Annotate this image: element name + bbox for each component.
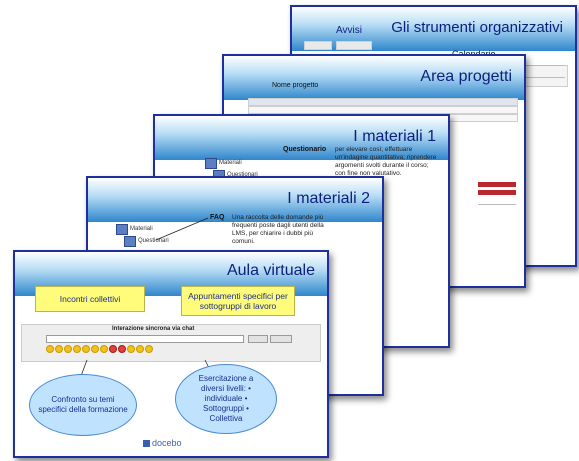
- chat-send-button[interactable]: [248, 335, 268, 343]
- materiali-icon: [116, 224, 128, 235]
- materiali-icon: [205, 158, 217, 169]
- nav-materiali: Materiali: [219, 160, 242, 166]
- emoticon-icon[interactable]: [55, 345, 63, 353]
- appuntamenti-box: Appuntamenti specifici per sottogruppi d…: [181, 286, 295, 316]
- slide-title: Area progetti: [420, 68, 512, 85]
- slide-title: I materiali 1: [353, 128, 436, 145]
- questionario-description: per elevare così; effettuare un'indagine…: [335, 146, 437, 178]
- questionari-icon: [124, 236, 136, 247]
- slide-title: Gli strumenti organizzativi: [391, 19, 563, 36]
- heart-icon[interactable]: [118, 345, 126, 353]
- incontri-collettivi-box: Incontri collettivi: [35, 286, 145, 312]
- heart-icon[interactable]: [109, 345, 117, 353]
- progress-bar: [478, 182, 516, 187]
- emoticon-row: [46, 345, 154, 353]
- emoticon-icon[interactable]: [127, 345, 135, 353]
- chat-panel: Interazione sincrona via chat: [21, 324, 321, 362]
- slide-title: Aula virtuale: [226, 262, 315, 279]
- emoticon-icon[interactable]: [64, 345, 72, 353]
- slide-aula-virtuale: Aula virtuale Incontri collettivi Appunt…: [13, 250, 329, 458]
- faq-arrow: [155, 217, 209, 241]
- emoticon-icon[interactable]: [91, 345, 99, 353]
- slide-banner: [224, 56, 524, 100]
- faq-label: FAQ: [210, 214, 225, 221]
- divider: [478, 204, 516, 205]
- avvisi-heading: Avvisi: [336, 25, 362, 36]
- faq-description: Una raccolta delle domande più frequenti…: [232, 214, 324, 246]
- docebo-logo: docebo: [143, 438, 182, 448]
- questionario-label: Questionario: [283, 146, 327, 153]
- chat-input[interactable]: [46, 335, 244, 343]
- avvisi-button-2: [336, 41, 372, 50]
- avvisi-button-1: [304, 41, 332, 50]
- slide-banner: [88, 178, 382, 222]
- slide-title: I materiali 2: [287, 190, 370, 207]
- progress-bar: [478, 190, 516, 195]
- progetti-row: [248, 106, 518, 114]
- emoticon-icon[interactable]: [145, 345, 153, 353]
- nome-progetto-label: Nome progetto: [272, 82, 319, 89]
- nav-questionari: Questionari: [227, 172, 258, 178]
- progetti-table-header: [248, 98, 518, 106]
- esercitazione-oval: Esercitazione a diversi livelli: • indiv…: [175, 364, 277, 434]
- emoticon-icon[interactable]: [82, 345, 90, 353]
- docebo-logo-icon: [143, 440, 150, 448]
- nav-questionari: Questionari: [138, 238, 169, 244]
- confronto-oval: Confronto su temi specifici della formaz…: [29, 374, 137, 436]
- nav-materiali: Materiali: [130, 226, 153, 232]
- emoticon-icon[interactable]: [46, 345, 54, 353]
- emoticon-icon[interactable]: [100, 345, 108, 353]
- chat-options-button[interactable]: [270, 335, 292, 343]
- chat-label: Interazione sincrona via chat: [112, 326, 195, 332]
- docebo-logo-text: docebo: [152, 438, 182, 448]
- emoticon-icon[interactable]: [73, 345, 81, 353]
- slide-banner: [155, 116, 448, 160]
- emoticon-icon[interactable]: [136, 345, 144, 353]
